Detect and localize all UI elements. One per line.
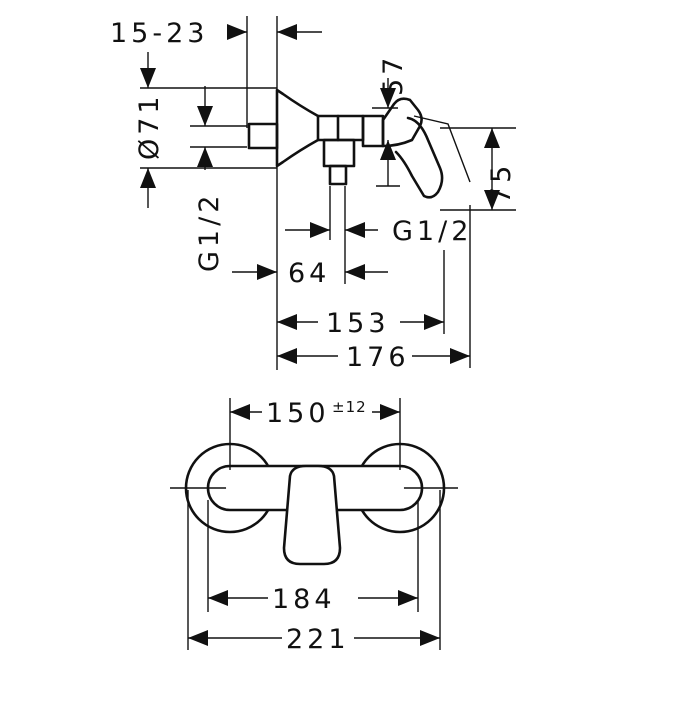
dim-150-label: 150 — [266, 398, 330, 429]
dim-57-label: 57 — [378, 54, 409, 96]
dim-g12-right-label: G1/2 — [392, 216, 472, 247]
side-view: 15-23 Ø71 G1/2 57 75 G1/2 — [110, 16, 517, 373]
dim-184-label: 184 — [272, 584, 336, 615]
dim-150-tolerance: ±12 — [332, 398, 367, 416]
dim-153-label: 153 — [326, 308, 390, 339]
dim-221-label: 221 — [286, 624, 350, 655]
dim-71-label: Ø71 — [134, 92, 165, 160]
dim-64-label: 64 — [288, 258, 330, 289]
dim-g12-left-label: G1/2 — [194, 192, 225, 272]
dim-176-label: 176 — [346, 342, 410, 373]
dim-15-23-label: 15-23 — [110, 18, 208, 49]
front-view: 150 ±12 184 221 — [170, 398, 458, 655]
dim-75-label: 75 — [486, 162, 517, 204]
